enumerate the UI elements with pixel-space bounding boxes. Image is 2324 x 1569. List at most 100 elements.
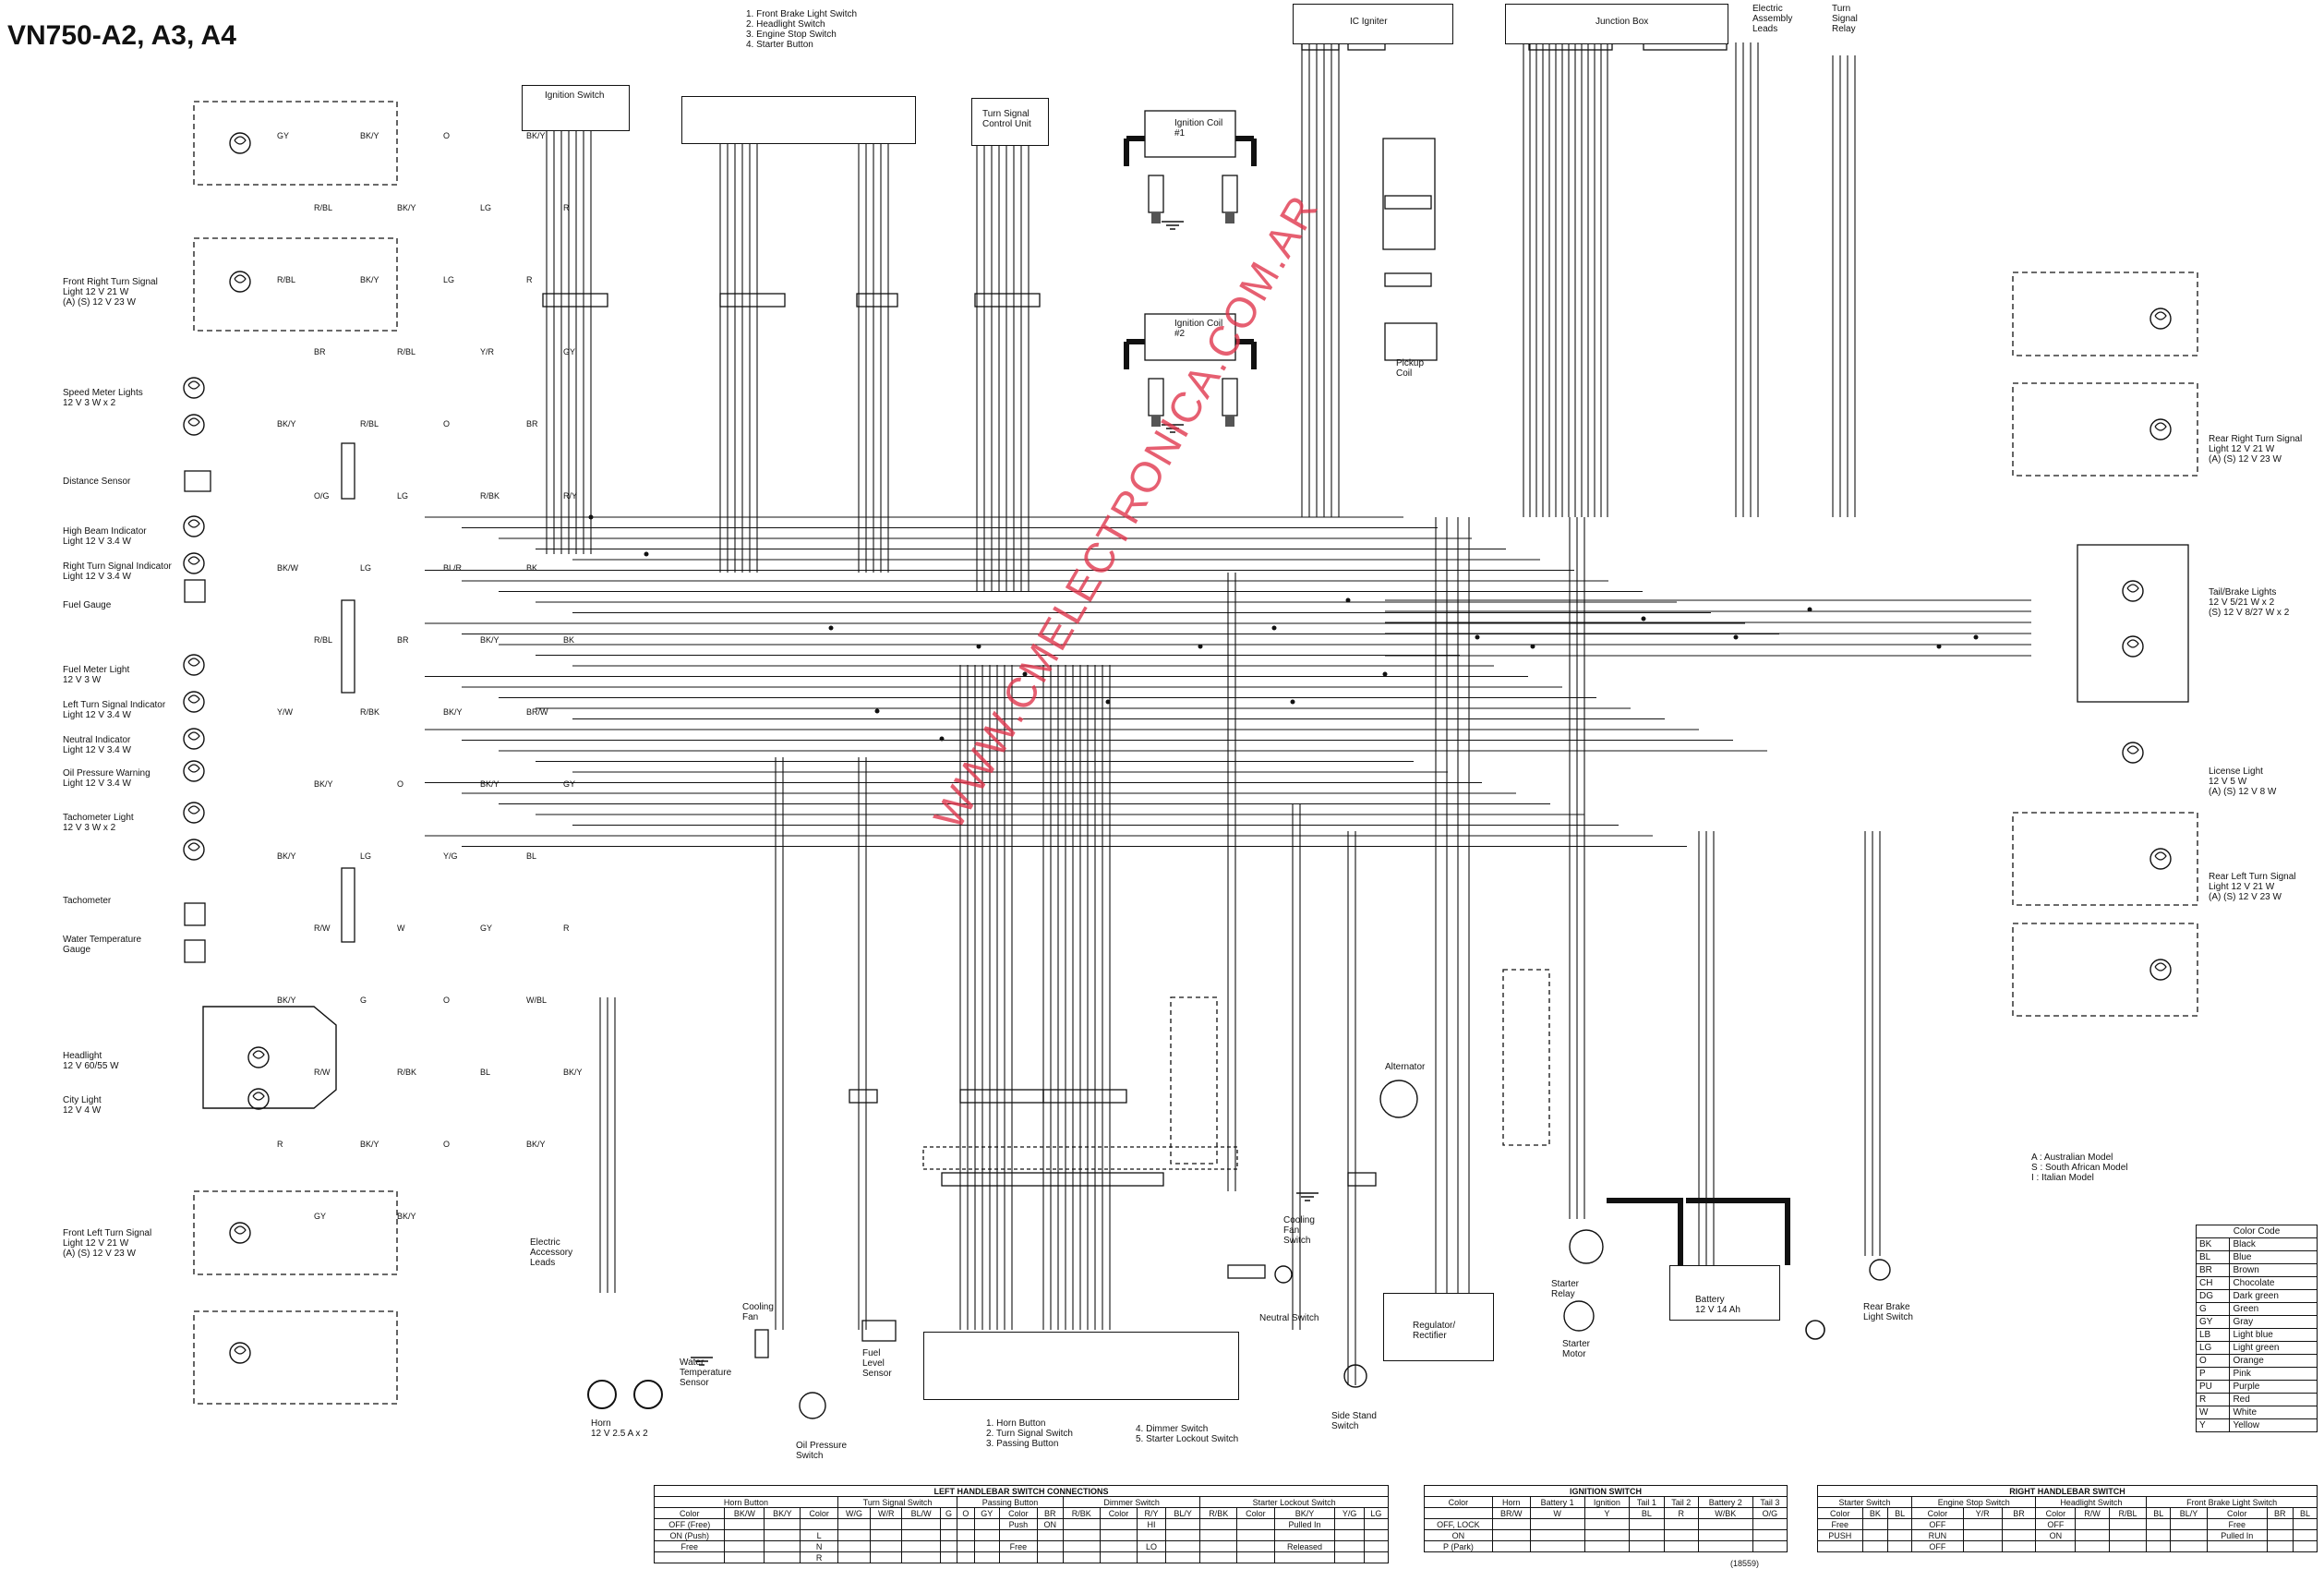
lamp-filament-icon: [2126, 639, 2139, 648]
starter-relay-label: Starter Relay: [1551, 1279, 1580, 1299]
left-handlebar-switch-box: [923, 1332, 1239, 1400]
switch-table-cell: [1236, 1540, 1275, 1552]
switch-table-cell: [724, 1529, 765, 1541]
left-component-label: Neutral Indicator Light 12 V 3.4 W: [63, 735, 131, 755]
switch-table-cell: [973, 1551, 1001, 1563]
switch-table-cell: [2075, 1529, 2110, 1541]
wire-color-label: BK/Y: [397, 203, 416, 212]
junction-dot: [1198, 644, 1203, 649]
junction-dot: [644, 551, 649, 557]
switch-table-cell: BL: [2146, 1507, 2172, 1519]
note-line: 1. Horn Button: [986, 1418, 1046, 1429]
side-stand-label: Side Stand Switch: [1331, 1411, 1377, 1431]
switch-table-cell: [2001, 1518, 2037, 1530]
rear-brake-switch-icon: [1869, 1259, 1891, 1281]
switch-table-cell: [1962, 1518, 2003, 1530]
lamp-filament-icon: [234, 274, 247, 284]
left-component-label: Right Turn Signal Indicator Light 12 V 3…: [63, 561, 172, 582]
switch-table-cell: [1334, 1518, 1365, 1530]
switch-table-cell: [1334, 1529, 1365, 1541]
switch-table-cell: [1273, 1529, 1336, 1541]
wire-color-label: LG: [397, 491, 408, 501]
switch-table-cell: [901, 1551, 941, 1563]
color-code-cell: Green: [2229, 1302, 2318, 1316]
wire-color-label: R/Y: [563, 491, 577, 501]
connector-block: [959, 1089, 1044, 1104]
lamp-filament-icon: [187, 842, 200, 851]
switch-table-cell: [1529, 1529, 1585, 1541]
connector-block: [1347, 1172, 1377, 1187]
wire-color-label: LG: [480, 203, 491, 212]
switch-table-cell: [1334, 1540, 1365, 1552]
neutral-diode-dashed-box: [1502, 969, 1550, 1146]
switch-table-cell: Pulled In: [1273, 1518, 1336, 1530]
switch-table-cell: [2266, 1518, 2294, 1530]
turn-signal-lamp-icon: [229, 132, 251, 154]
right-component-label: Rear Left Turn Signal Light 12 V 21 W (A…: [2209, 872, 2296, 902]
switch-table-cell: Battery 2: [1697, 1496, 1753, 1508]
switch-table-title: RIGHT HANDLEBAR SWITCH: [1817, 1485, 2318, 1497]
wire-color-label: R/BK: [480, 491, 500, 501]
wire-color-label: R: [526, 275, 533, 284]
switch-table-cell: [1236, 1551, 1275, 1563]
switch-table-cell: [1099, 1551, 1138, 1563]
switch-table-cell: [837, 1551, 872, 1563]
switch-table-cell: [1583, 1540, 1631, 1552]
switch-table-cell: [901, 1529, 941, 1541]
junction-dot: [588, 514, 594, 520]
left-component-label: Headlight 12 V 60/55 W: [63, 1051, 119, 1071]
switch-table-cell: ON (Push): [653, 1529, 726, 1541]
turn-signal-relay-label: Turn Signal Relay: [1832, 4, 1858, 34]
switch-table-cell: [1629, 1529, 1665, 1541]
wire-color-label: BK/Y: [360, 275, 379, 284]
switch-table-cell: [1164, 1540, 1201, 1552]
left-component-label: Distance Sensor: [63, 477, 131, 487]
color-code-cell: BK: [2195, 1237, 2231, 1251]
switch-table-cell: BL: [1887, 1507, 1913, 1519]
switch-table-cell: [1887, 1529, 1913, 1541]
switch-table-cell: N: [800, 1540, 838, 1552]
switch-table-cell: [2146, 1529, 2172, 1541]
wire-color-label: R/BK: [360, 707, 379, 717]
switch-table-cell: [1663, 1540, 1699, 1552]
starter-motor-label: Starter Motor: [1562, 1339, 1591, 1359]
switch-table-cell: OFF: [1911, 1518, 1964, 1530]
indicator-lamp-icon: [183, 839, 205, 861]
wire-color-label: BK/Y: [277, 851, 296, 861]
color-code-cell: Orange: [2229, 1354, 2318, 1368]
switch-table-cell: Tail 1: [1629, 1496, 1665, 1508]
switch-table-cell: P (Park): [1424, 1540, 1493, 1552]
battery-box: [1669, 1265, 1780, 1321]
switch-table-cell: [1099, 1540, 1138, 1552]
switch-table-cell: [901, 1540, 941, 1552]
switch-table-cell: [999, 1529, 1038, 1541]
model-notes: A : Australian Model S : South African M…: [2031, 1153, 2128, 1183]
wire-color-label: Y/R: [480, 347, 495, 356]
wire-color-label: R/BL: [314, 635, 332, 645]
lamp-filament-icon: [187, 380, 200, 390]
switch-table-cell: [1363, 1529, 1390, 1541]
switch-group-header: Headlight Switch: [2035, 1496, 2148, 1508]
switch-table-cell: [1697, 1540, 1753, 1552]
switch-table-cell: [1236, 1518, 1275, 1530]
switch-table-cell: G: [939, 1507, 958, 1519]
color-code-cell: Light green: [2229, 1341, 2318, 1355]
switch-note-bottom-left: 1. Horn Button 2. Turn Signal Switch 3. …: [986, 1418, 1073, 1449]
switch-table-cell: Color: [2206, 1507, 2268, 1519]
switch-group-header: Passing Button: [957, 1496, 1064, 1508]
switch-table-cell: [1199, 1540, 1238, 1552]
left-component-label: Front Right Turn Signal Light 12 V 21 W …: [63, 277, 158, 308]
wire-color-label: BK/W: [277, 563, 299, 573]
color-code-cell: G: [2195, 1302, 2231, 1316]
switch-table-cell: [999, 1551, 1038, 1563]
junction-dot: [1022, 671, 1028, 677]
switch-table-cell: Color: [1236, 1507, 1275, 1519]
switch-table-cell: Tail 3: [1752, 1496, 1788, 1508]
wire-color-label: LG: [360, 563, 371, 573]
model-note: A : Australian Model: [2031, 1153, 2113, 1163]
left-component-label: High Beam Indicator Light 12 V 3.4 W: [63, 526, 147, 547]
rear-lamp-housing: [2012, 812, 2198, 906]
switch-table-cell: HI: [1137, 1518, 1166, 1530]
model-note: S : South African Model: [2031, 1163, 2128, 1173]
